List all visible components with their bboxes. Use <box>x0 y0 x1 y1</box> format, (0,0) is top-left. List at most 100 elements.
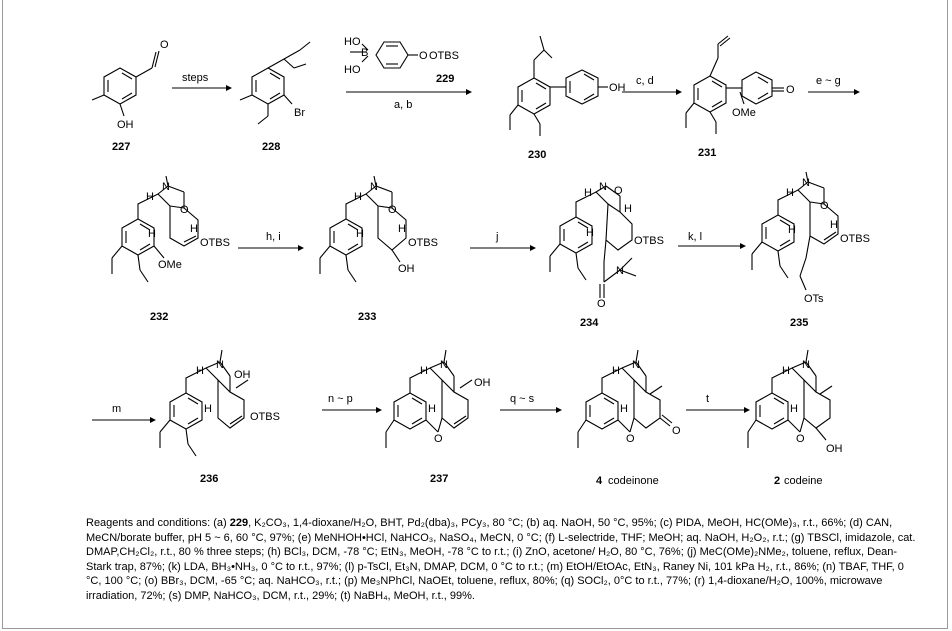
conditions-intro: Reagents and conditions: (a) <box>86 517 230 529</box>
label-codeine-oh: OH <box>826 443 843 455</box>
compound-number-237: 237 <box>430 473 448 485</box>
compound-number-236: 236 <box>200 473 218 485</box>
label-235-o: O <box>820 200 829 212</box>
label-233-h-left: H <box>356 228 364 240</box>
conditions-compound-229: 229 <box>229 517 249 529</box>
label-235-h-left: H <box>788 224 796 236</box>
arrow-label-eg: e ~ g <box>816 75 841 87</box>
label-232-h-top: H <box>146 191 154 203</box>
arrowhead-np <box>376 407 382 413</box>
label-codeinone-ether-o: O <box>626 433 635 445</box>
compound-number-234: 234 <box>580 317 599 329</box>
arrowhead-hi <box>298 245 304 251</box>
label-codeine-h-left: H <box>790 403 798 415</box>
label-codeinone-h-top: H <box>612 365 620 377</box>
arrow-label-m: m <box>112 403 121 415</box>
arrowhead-m <box>150 417 156 423</box>
arrowhead-kl <box>740 243 746 249</box>
label-229-b: B <box>361 47 368 59</box>
label-236-h-top: H <box>196 365 204 377</box>
label-237-h-left: H <box>428 403 436 415</box>
compound-number-233: 233 <box>358 311 376 323</box>
label-235-h-right: H <box>830 219 838 231</box>
arrowhead-eg <box>854 89 860 95</box>
label-233-h-right: H <box>398 223 406 235</box>
conditions-text: , K₂CO₃, 1,4-dioxane/H₂O, BHT, Pd₂(dba)₃… <box>86 517 916 602</box>
label-236-oh: OH <box>234 369 251 381</box>
arrow-label-np: n ~ p <box>328 393 353 405</box>
structure-236 <box>159 349 249 457</box>
arrowhead-j <box>530 245 536 251</box>
label-codeinone-h-left: H <box>620 403 628 415</box>
arrowhead-qs <box>556 407 562 413</box>
label-229-tbs: OTBS <box>429 50 459 62</box>
compound-number-235: 235 <box>790 317 808 329</box>
label-231-ketone-o: O <box>786 84 795 96</box>
label-234-n: N <box>599 181 607 193</box>
label-235-n: N <box>802 177 810 189</box>
compound-number-codeinone: 4 <box>596 475 603 487</box>
arrow-label-hi: h, i <box>266 231 281 243</box>
label-233-h-top: H <box>354 191 362 203</box>
label-233-o: O <box>388 204 397 216</box>
label-236-h-left: H <box>204 403 212 415</box>
label-237-h-top: H <box>420 365 428 377</box>
label-232-h-right: H <box>190 223 198 235</box>
arrowhead-t <box>744 407 750 413</box>
label-235-h-top: H <box>786 187 794 199</box>
label-227-oh: OH <box>117 119 134 131</box>
label-237-n: N <box>440 359 448 371</box>
structure-codeine <box>747 349 833 448</box>
structure-229 <box>350 41 418 69</box>
arrowhead-steps <box>226 85 232 91</box>
label-234-amide-n: N <box>616 265 624 277</box>
label-codeine-h-top: H <box>782 365 790 377</box>
arrow-label-cd: c, d <box>636 75 654 87</box>
structure-227 <box>91 50 160 117</box>
arrowhead-cd <box>676 89 682 95</box>
compound-name-codeinone: codeinone <box>608 475 659 487</box>
label-235-ots: OTs <box>804 293 824 305</box>
label-232-ome: OMe <box>158 259 182 271</box>
reagents-conditions: Reagents and conditions: (a) 229, K₂CO₃,… <box>86 516 921 603</box>
label-237-o: O <box>434 433 443 445</box>
label-codeine-ether-o: O <box>796 433 805 445</box>
label-234-h-left: H <box>586 227 594 239</box>
label-232-o: O <box>180 204 189 216</box>
compound-number-227: 227 <box>112 141 130 153</box>
label-233-oh: OH <box>398 263 415 275</box>
compound-number-codeine: 2 <box>774 475 780 487</box>
label-233-otbs: OTBS <box>408 237 438 249</box>
label-234-h-right: H <box>624 203 632 215</box>
arrow-label-j: j <box>495 231 498 243</box>
label-235-otbs: OTBS <box>840 233 870 245</box>
structure-231 <box>685 35 784 134</box>
label-codeinone-ketone-o: O <box>672 425 681 437</box>
compound-number-230: 230 <box>528 149 546 161</box>
label-codeine-n: N <box>802 359 810 371</box>
structure-codeinone <box>577 349 673 448</box>
structure-228 <box>239 41 311 125</box>
arrow-label-kl: k, l <box>688 231 702 243</box>
label-232-n: N <box>162 181 170 193</box>
arrow-label-t: t <box>706 393 709 405</box>
structure-232 <box>111 175 199 283</box>
structure-230 <box>509 35 608 136</box>
arrow-label-qs: q ~ s <box>510 393 535 405</box>
arrowhead-ab <box>466 89 472 95</box>
label-229-ho-top: HO <box>344 36 361 48</box>
label-237-oh: OH <box>474 377 491 389</box>
structure-237 <box>385 349 473 448</box>
structure-234 <box>549 185 637 298</box>
label-234-h-top: H <box>584 187 592 199</box>
label-233-n: N <box>370 181 378 193</box>
label-234-o: O <box>614 185 623 197</box>
compound-name-codeine: codeine <box>784 475 823 487</box>
label-228-br: Br <box>294 107 305 119</box>
compound-number-231: 231 <box>698 147 716 159</box>
label-234-otbs: OTBS <box>634 235 664 247</box>
label-234-amide-o: O <box>597 298 606 310</box>
label-aldehyde-o: O <box>160 39 169 51</box>
label-229-ho-bottom: HO <box>344 64 361 76</box>
